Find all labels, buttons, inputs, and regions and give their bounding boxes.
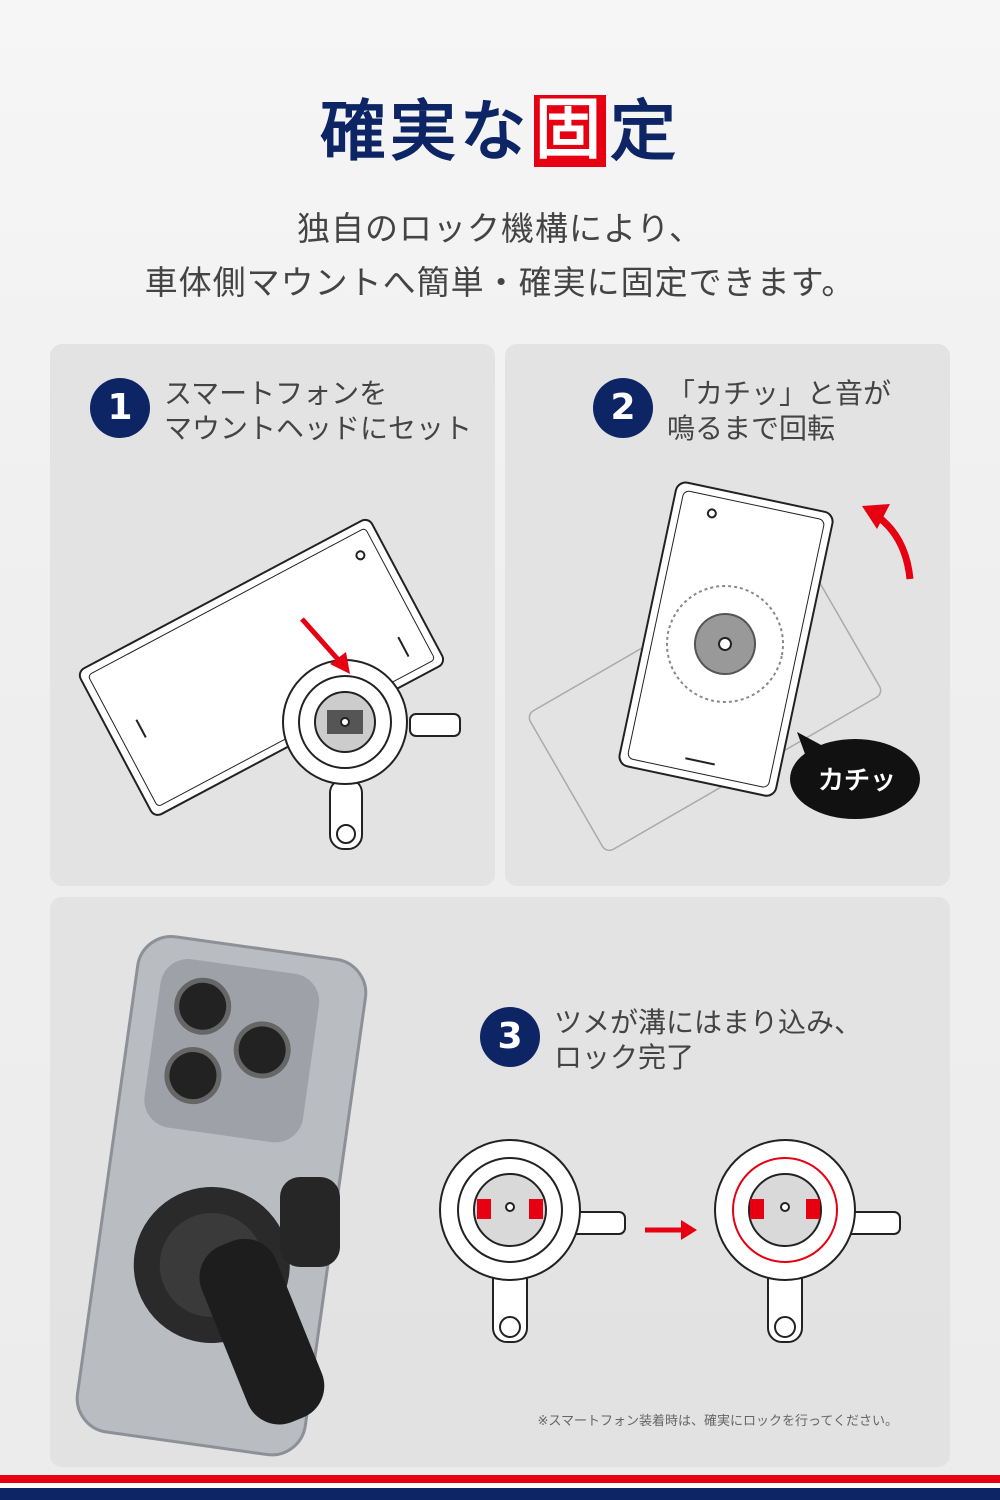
mount-head-1 xyxy=(282,659,461,850)
caution-note: ※スマートフォン装着時は、確実にロックを行ってください。 xyxy=(537,1414,898,1429)
title-highlight: 固 xyxy=(534,91,606,168)
step-2-header: 2 「カチッ」と音が 鳴るまで回転 xyxy=(593,376,891,446)
page-title: 確実な固定 xyxy=(0,92,1000,172)
step-3-number: 3 xyxy=(480,1007,540,1067)
title-part-2: 定 xyxy=(610,93,680,170)
speech-bubble xyxy=(790,732,920,819)
step-1-number: 1 xyxy=(90,378,150,438)
step-3-text: ツメが溝にはまり込み、 ロック完了 xyxy=(554,1006,863,1074)
arrow-icon xyxy=(645,1220,697,1240)
step-2-panel: 2 「カチッ」と音が 鳴るまで回転 カチッ xyxy=(505,344,950,886)
step-1-header: 1 スマートフォンを マウントヘッドにセット xyxy=(90,376,472,446)
rotate-arrow-icon xyxy=(862,504,914,580)
mount-head-locked xyxy=(714,1139,901,1343)
footer-stripe xyxy=(0,1475,1000,1500)
title-part-1: 確実な xyxy=(320,93,530,170)
product-photo xyxy=(75,935,368,1457)
step-2-text: 「カチッ」と音が 鳴るまで回転 xyxy=(667,377,892,445)
subtitle: 独自のロック機構により、 車体側マウントへ簡単・確実に固定できます。 xyxy=(0,202,1000,310)
lock-illustration xyxy=(439,1139,901,1343)
step-1-panel: 1 スマートフォンを マウントヘッドにセット xyxy=(50,344,495,886)
subtitle-line-1: 独自のロック機構により、 xyxy=(296,209,704,248)
subtitle-line-2: 車体側マウントへ簡単・確実に固定できます。 xyxy=(144,263,856,302)
bubble-text: カチッ xyxy=(817,766,896,796)
step-1-text: スマートフォンを マウントヘッドにセット xyxy=(164,377,473,445)
step-2-number: 2 xyxy=(593,378,653,438)
step-3-header: 3 ツメが溝にはまり込み、 ロック完了 xyxy=(480,1005,862,1075)
phone-set-illustration xyxy=(78,518,461,850)
phone-rotate-illustration xyxy=(528,481,920,852)
step-3-panel: 3 ツメが溝にはまり込み、 ロック完了 xyxy=(50,897,950,1467)
mount-head-unlocked xyxy=(439,1139,626,1343)
arrow-icon xyxy=(300,617,350,674)
